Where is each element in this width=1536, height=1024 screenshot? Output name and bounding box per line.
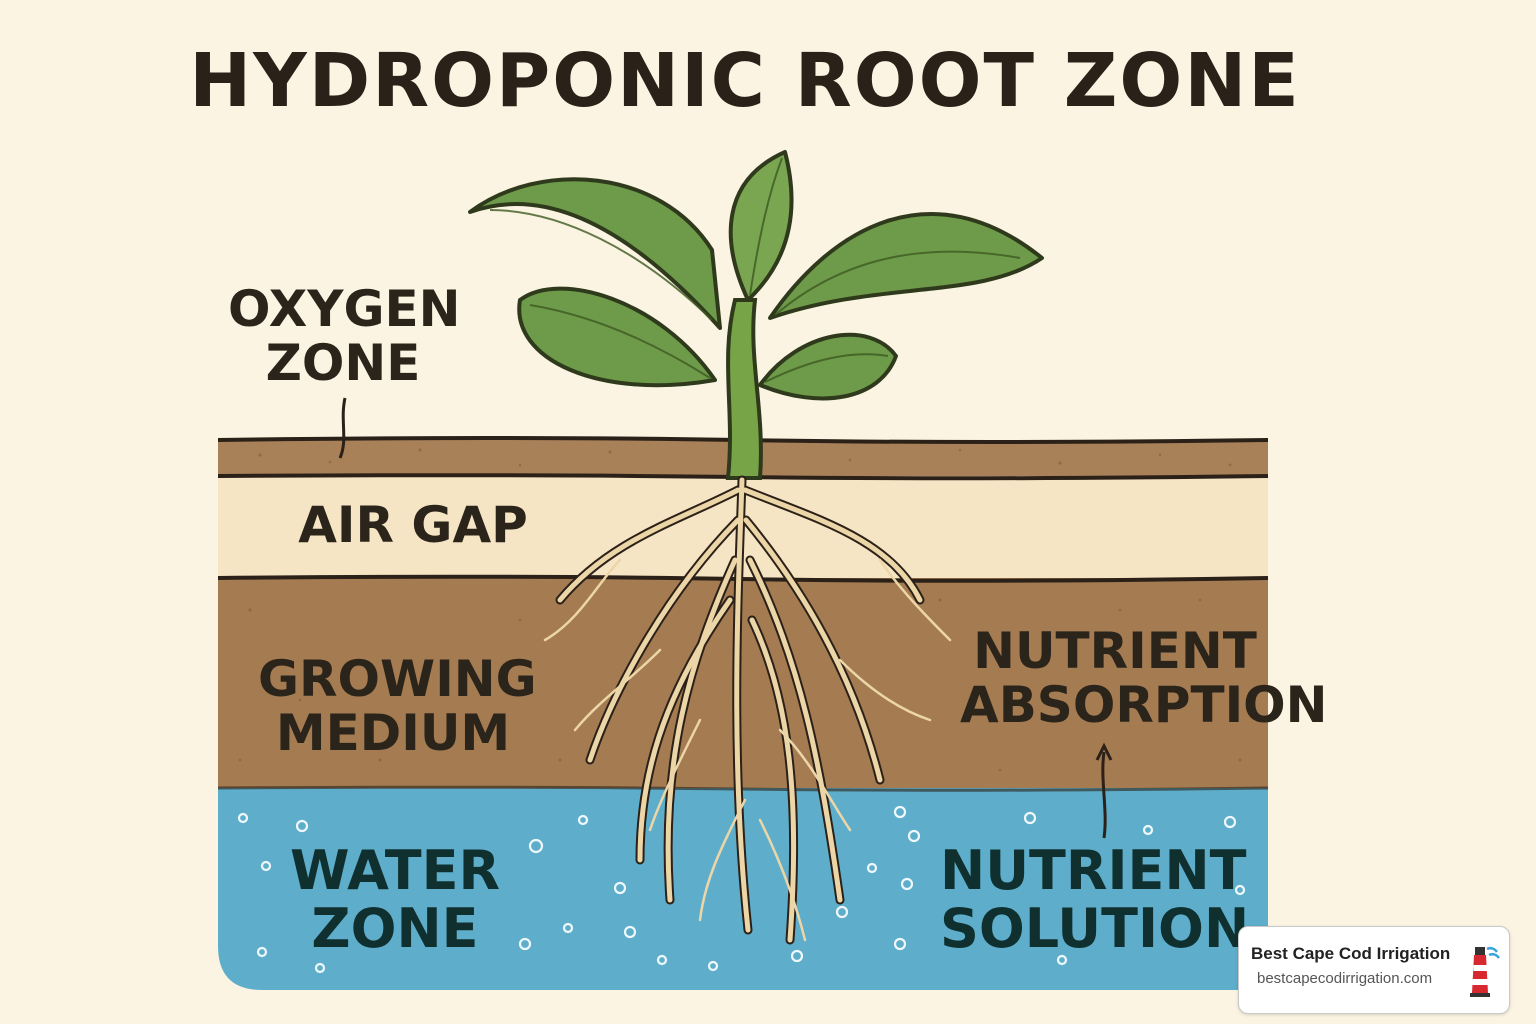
oxygen-zone-line-2: ZONE: [265, 334, 421, 392]
leaf-veins: [489, 157, 1021, 383]
soil-speckles: [238, 448, 1242, 772]
air-gap-label: AIR GAP: [298, 498, 528, 552]
growing-medium-line-1: GROWING: [258, 650, 537, 708]
plant-stem: [725, 298, 763, 480]
leaf-mid-left: [517, 286, 717, 388]
nutrient-solution-line-2: SOLUTION: [940, 897, 1250, 961]
diagram-title: HYDROPONIC ROOT ZONE: [189, 38, 1301, 124]
badge-url[interactable]: bestcapecodirrigation.com: [1257, 970, 1433, 987]
nutrient-absorption-line-2: ABSORPTION: [960, 676, 1328, 734]
source-badge[interactable]: Best Cape Cod Irrigation bestcapecodirri…: [1238, 926, 1510, 1014]
water-bubbles: [237, 805, 1246, 974]
oxygen-zone-label: OXYGEN ZONE: [228, 280, 461, 392]
growing-medium-line-2: MEDIUM: [275, 704, 511, 762]
growing-medium-layer: [218, 578, 1268, 788]
water-zone-line-1: WATER: [290, 839, 501, 902]
water-zone-line-2: ZONE: [311, 897, 479, 961]
fine-roots: [543, 558, 952, 942]
nutrient-absorption-arrowhead: [1095, 742, 1113, 761]
nutrient-solution-label: NUTRIENT SOLUTION: [940, 839, 1250, 961]
leaf-top-center: [728, 150, 794, 302]
badge-brand-name: Best Cape Cod Irrigation: [1251, 944, 1451, 963]
leaf-top-right: [768, 211, 1044, 320]
growing-medium-label: GROWING MEDIUM: [258, 650, 537, 762]
lighthouse-icon: [1470, 946, 1501, 997]
nutrient-absorption-line-1: NUTRIENT: [973, 622, 1257, 680]
oxygen-zone-line-1: OXYGEN: [228, 280, 461, 338]
leaf-mid-right: [758, 332, 898, 401]
air-gap-text: AIR GAP: [298, 496, 528, 554]
oxygen-zone-pointer: [338, 397, 347, 459]
plant-roots: [557, 477, 923, 943]
water-zone-label: WATER ZONE: [290, 839, 501, 961]
nutrient-solution-line-1: NUTRIENT: [940, 839, 1247, 902]
nutrient-absorption-label: NUTRIENT ABSORPTION: [960, 622, 1328, 734]
nutrient-absorption-pointer: [1101, 751, 1107, 839]
leaf-top-left: [468, 177, 722, 330]
